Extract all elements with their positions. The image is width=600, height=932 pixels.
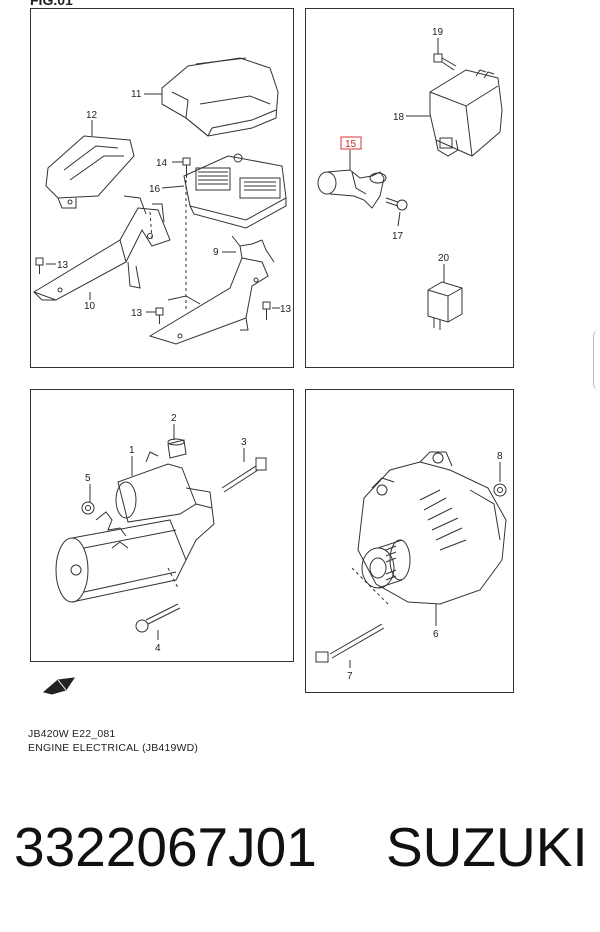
callout-7: 7 [347, 671, 353, 682]
bracket-plate-drawing [45, 135, 135, 209]
callout-4: 4 [155, 643, 161, 654]
callout-11: 11 [131, 89, 142, 100]
diagram-code: JB420W E22_081 [28, 728, 116, 740]
callout-13-right: 13 [280, 304, 292, 315]
bolt-3-drawing [221, 457, 267, 493]
callout-15: 15 [345, 139, 357, 150]
dowel-2-drawing [167, 438, 187, 459]
bolt-13-left-drawing [35, 257, 44, 274]
relay-18-drawing [429, 69, 503, 157]
ecu-cover-drawing [161, 57, 279, 137]
bolt-13-right-drawing [262, 301, 271, 320]
callout-10: 10 [84, 301, 96, 312]
part-number: 3322067J01 [14, 816, 317, 878]
callout-16: 16 [149, 184, 161, 195]
nut-5-drawing [81, 501, 95, 515]
callout-17: 17 [392, 231, 404, 242]
callout-14: 14 [156, 158, 168, 169]
callout-12: 12 [86, 110, 98, 121]
bolt-13-mid-drawing [155, 307, 164, 324]
callout-13-left: 13 [57, 260, 69, 271]
callout-8: 8 [497, 451, 503, 462]
product-info-row: 3322067J01 SUZUKI [0, 815, 600, 905]
bolt-7-drawing [315, 623, 385, 663]
diagram-caption: ENGINE ELECTRICAL (JB419WD) [28, 742, 199, 754]
callout-5: 5 [85, 473, 91, 484]
callout-9: 9 [213, 247, 219, 258]
brand-name: SUZUKI [386, 816, 588, 878]
callout-13-mid: 13 [131, 308, 143, 319]
callout-18: 18 [393, 112, 405, 123]
starter-motor-drawing [55, 451, 215, 603]
callout-2: 2 [171, 413, 177, 424]
bolt-17-drawing [385, 197, 408, 211]
callout-3: 3 [241, 437, 247, 448]
callout-6: 6 [433, 629, 439, 640]
nut-8-drawing [493, 483, 507, 497]
alternator-drawing [357, 451, 507, 605]
callout-labels: 11 12 14 16 13 9 10 13 13 19 18 15 17 20… [57, 27, 503, 682]
bracket-9-drawing [148, 235, 275, 345]
long-bracket-drawing [32, 195, 171, 301]
ecu-box-drawing [183, 153, 287, 229]
sensor-15-drawing [317, 169, 387, 209]
bolt-4-drawing [135, 603, 181, 633]
scroll-handle[interactable] [593, 330, 600, 390]
bolt-19-drawing [433, 53, 457, 71]
callout-20: 20 [438, 253, 450, 264]
highlight-box-15 [340, 136, 362, 150]
panel-relay-sensor [305, 8, 514, 368]
callout-1: 1 [129, 445, 135, 456]
panel-alternator [305, 389, 514, 693]
callout-19: 19 [432, 27, 444, 38]
relay-20-drawing [427, 281, 463, 330]
forward-arrow-icon [42, 677, 76, 695]
bolt-14-drawing [182, 157, 191, 178]
figure-label: FIG.01 [30, 0, 73, 8]
